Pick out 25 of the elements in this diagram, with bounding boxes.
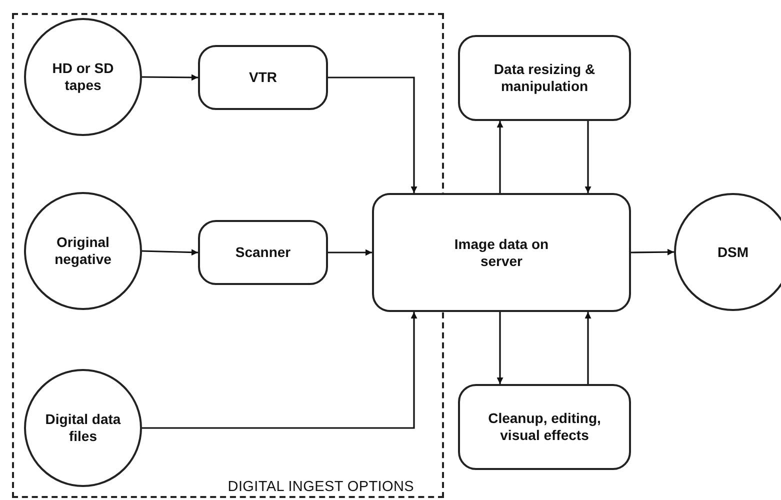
arrow xyxy=(631,248,674,256)
arrow xyxy=(142,312,418,429)
process-box xyxy=(198,45,328,110)
process-box xyxy=(458,35,631,121)
arrow xyxy=(584,121,592,193)
arrow xyxy=(584,312,592,384)
node-label: Digital data files xyxy=(44,411,122,445)
arrow xyxy=(142,74,198,81)
node-label: Cleanup, editing, visual effects xyxy=(487,410,602,444)
arrow xyxy=(496,121,504,193)
arrow xyxy=(142,249,198,256)
process-box xyxy=(458,384,631,470)
arrow xyxy=(496,312,504,384)
process-box xyxy=(198,220,328,285)
process-box xyxy=(372,193,631,312)
group-label: DIGITAL INGEST OPTIONS xyxy=(228,479,414,496)
arrow xyxy=(328,249,372,256)
arrow xyxy=(328,76,418,193)
node-label: HD or SD tapes xyxy=(51,60,115,94)
node-label: VTR xyxy=(249,69,277,86)
node-label: Data resizing & manipulation xyxy=(492,61,596,95)
node-label: DSM xyxy=(717,244,749,260)
node-label: Original negative xyxy=(54,234,112,268)
node-label: Scanner xyxy=(235,244,291,261)
node-label: Image data on server xyxy=(453,236,550,270)
